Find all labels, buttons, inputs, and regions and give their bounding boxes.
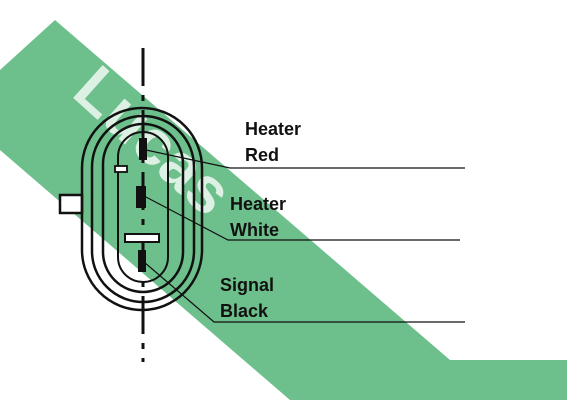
leader-line-signal-black	[143, 261, 465, 323]
pin-heater-red	[139, 138, 147, 160]
label-heater-white-line2: White	[230, 220, 279, 240]
pin-signal-black	[138, 250, 146, 272]
pin-heater-white	[136, 186, 146, 208]
label-heater-white-line1: Heater	[230, 194, 286, 214]
connector-middle-ring	[90, 114, 196, 304]
leader-line-heater-white	[143, 195, 460, 241]
label-signal-black-line1: Signal	[220, 275, 274, 295]
connector-inner-ring	[101, 122, 185, 294]
connector-side-tab	[58, 193, 84, 215]
label-signal-black-line2: Black	[220, 301, 269, 321]
label-heater-red-line2: Red	[245, 145, 279, 165]
pin-signal-black-crossbar	[124, 233, 160, 243]
connector-key-notch	[114, 165, 128, 173]
leader-line-heater-red	[145, 149, 465, 169]
watermark-band-corner	[380, 360, 567, 400]
connector-outer-ring	[80, 106, 204, 312]
label-heater-red-line1: Heater	[245, 119, 301, 139]
connector-core	[117, 131, 169, 283]
